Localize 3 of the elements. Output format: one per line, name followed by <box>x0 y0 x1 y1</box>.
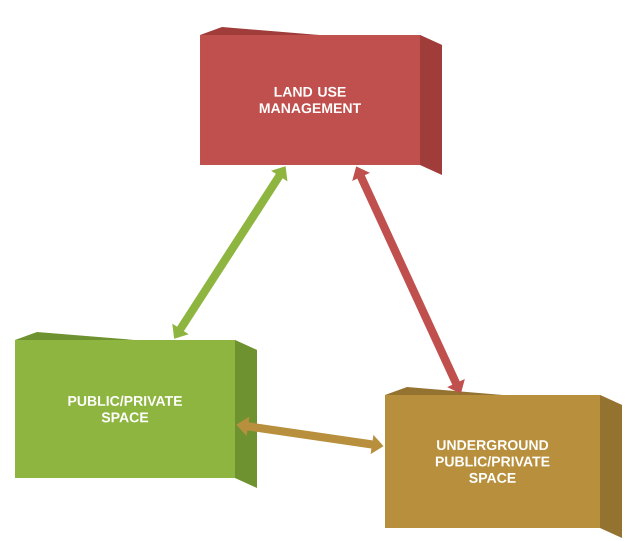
block-box: PUBLIC/PRIVATE SPACE <box>15 332 257 488</box>
block-box: UNDERGROUND PUBLIC/PRIVATE SPACE <box>385 386 622 538</box>
block-box: LAND USE MANAGEMENT <box>200 27 442 175</box>
